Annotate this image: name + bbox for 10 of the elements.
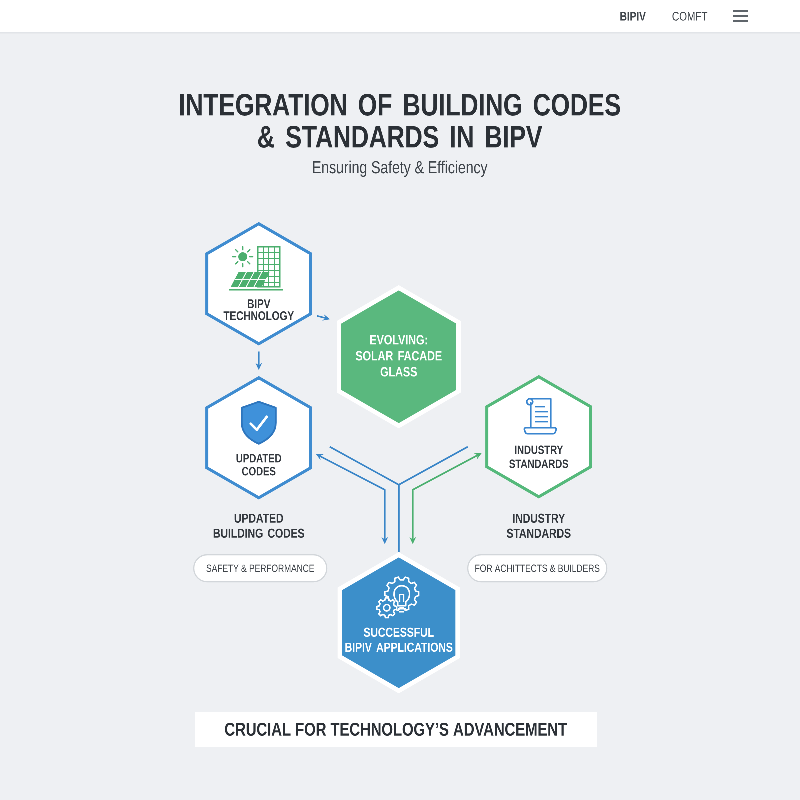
connector-line xyxy=(398,446,468,552)
tag-pill: SAFETY & PERFORMANCE xyxy=(193,554,328,583)
title: INTEGRATION OF BUILDING CODES & STANDARDS IN BIPV xyxy=(180,94,620,148)
node-caption: INDUSTRY STANDARDS xyxy=(507,514,571,538)
subtitle: Ensuring Safety & Efficiency xyxy=(313,160,488,178)
nav-link: COMFT xyxy=(672,12,708,21)
nav-link: BIPIV xyxy=(620,12,646,21)
node-caption: UPDATED BUILDING CODES xyxy=(214,514,304,538)
banner: CRUCIAL FOR TECHNOLOGY’S ADVANCEMENT xyxy=(195,712,597,748)
tag-pill: FOR ACHITTECTS & BUILDERS xyxy=(467,554,608,583)
